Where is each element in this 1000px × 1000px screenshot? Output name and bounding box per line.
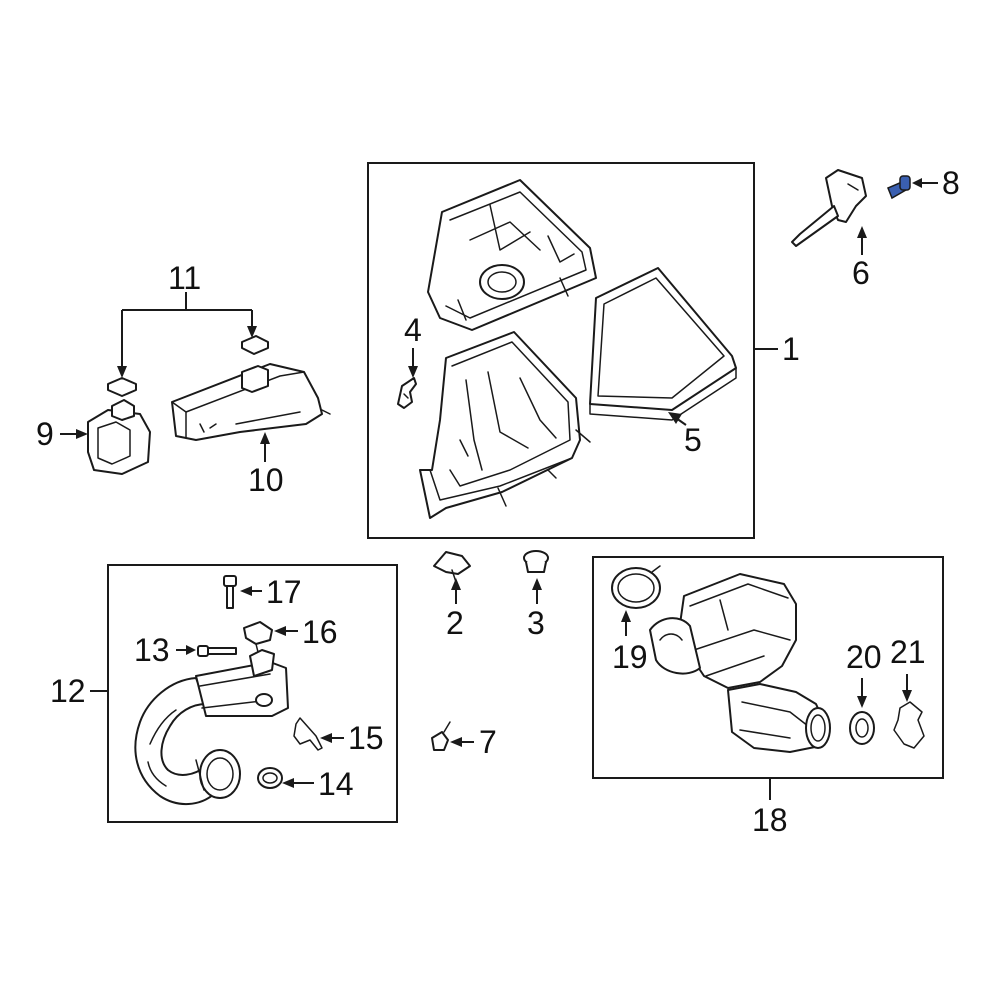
inlet-duct-assembly <box>649 573 831 753</box>
sensor-screw <box>887 175 911 200</box>
arrow-17 <box>240 586 252 596</box>
clamp-15 <box>293 717 323 751</box>
callout-10: 10 <box>248 462 284 498</box>
arrow-14 <box>282 778 294 788</box>
air-cleaner-upper-cover <box>427 179 597 331</box>
callout-8: 8 <box>942 165 960 201</box>
mass-airflow-sensor <box>791 169 867 247</box>
clamp-ring-19 <box>611 565 661 609</box>
inlet-adapter <box>87 399 151 475</box>
callout-14: 14 <box>318 766 354 802</box>
callout-11: 11 <box>168 260 201 296</box>
callout-15: 15 <box>348 720 384 756</box>
air-filter-element <box>589 267 737 421</box>
bolt-13 <box>197 645 237 657</box>
grommet <box>523 550 549 573</box>
inlet-duct-assembly-box <box>592 556 944 779</box>
arrow-13 <box>186 645 196 655</box>
arrow-16 <box>274 626 286 636</box>
arrow-9 <box>76 429 88 439</box>
clip-21 <box>893 701 925 749</box>
arrow-5 <box>668 412 682 424</box>
vent-fitting <box>431 721 451 751</box>
arrow-4 <box>408 366 418 378</box>
callout-4: 4 <box>404 312 422 348</box>
air-cleaner-assembly-box <box>367 162 755 539</box>
callout-7: 7 <box>479 724 497 760</box>
outlet-duct-hose <box>134 649 289 805</box>
seal-ring-14 <box>257 767 283 789</box>
arrow-8 <box>912 178 922 188</box>
arrow-21 <box>902 690 912 702</box>
callout-3: 3 <box>527 605 545 641</box>
callout-20: 20 <box>846 639 882 675</box>
callout-9: 9 <box>36 416 54 452</box>
callout-1: 1 <box>782 331 800 367</box>
arrow-11b <box>247 326 257 338</box>
air-intake-duct <box>171 363 331 441</box>
callout-21: 21 <box>890 634 926 670</box>
leader-bracket-11 <box>121 292 253 368</box>
bolt-17 <box>223 575 237 609</box>
callout-16: 16 <box>302 614 338 650</box>
callout-2: 2 <box>446 605 464 641</box>
arrow-19 <box>621 610 631 622</box>
callout-12: 12 <box>50 673 86 709</box>
callout-19: 19 <box>612 639 648 675</box>
callout-6: 6 <box>852 255 870 291</box>
callout-13: 13 <box>134 632 170 668</box>
callout-17: 17 <box>266 574 302 610</box>
arrow-2 <box>451 578 461 590</box>
rubber-mount-b <box>107 377 137 397</box>
callout-18: 18 <box>752 802 788 838</box>
arrow-10 <box>260 432 270 444</box>
air-cleaner-lower-housing <box>419 331 591 519</box>
arrow-20 <box>857 696 867 708</box>
arrow-11a <box>117 366 127 378</box>
clip-16 <box>243 621 273 653</box>
outlet-duct-assembly-box <box>107 564 398 823</box>
callout-5: 5 <box>684 422 702 458</box>
housing-clip <box>397 377 417 409</box>
arrow-3 <box>532 578 542 590</box>
housing-bracket <box>433 551 471 583</box>
arrow-7 <box>450 737 462 747</box>
arrow-6 <box>857 226 867 238</box>
rubber-mount-a <box>241 335 269 355</box>
arrow-15 <box>320 733 332 743</box>
seal-20 <box>849 711 875 745</box>
